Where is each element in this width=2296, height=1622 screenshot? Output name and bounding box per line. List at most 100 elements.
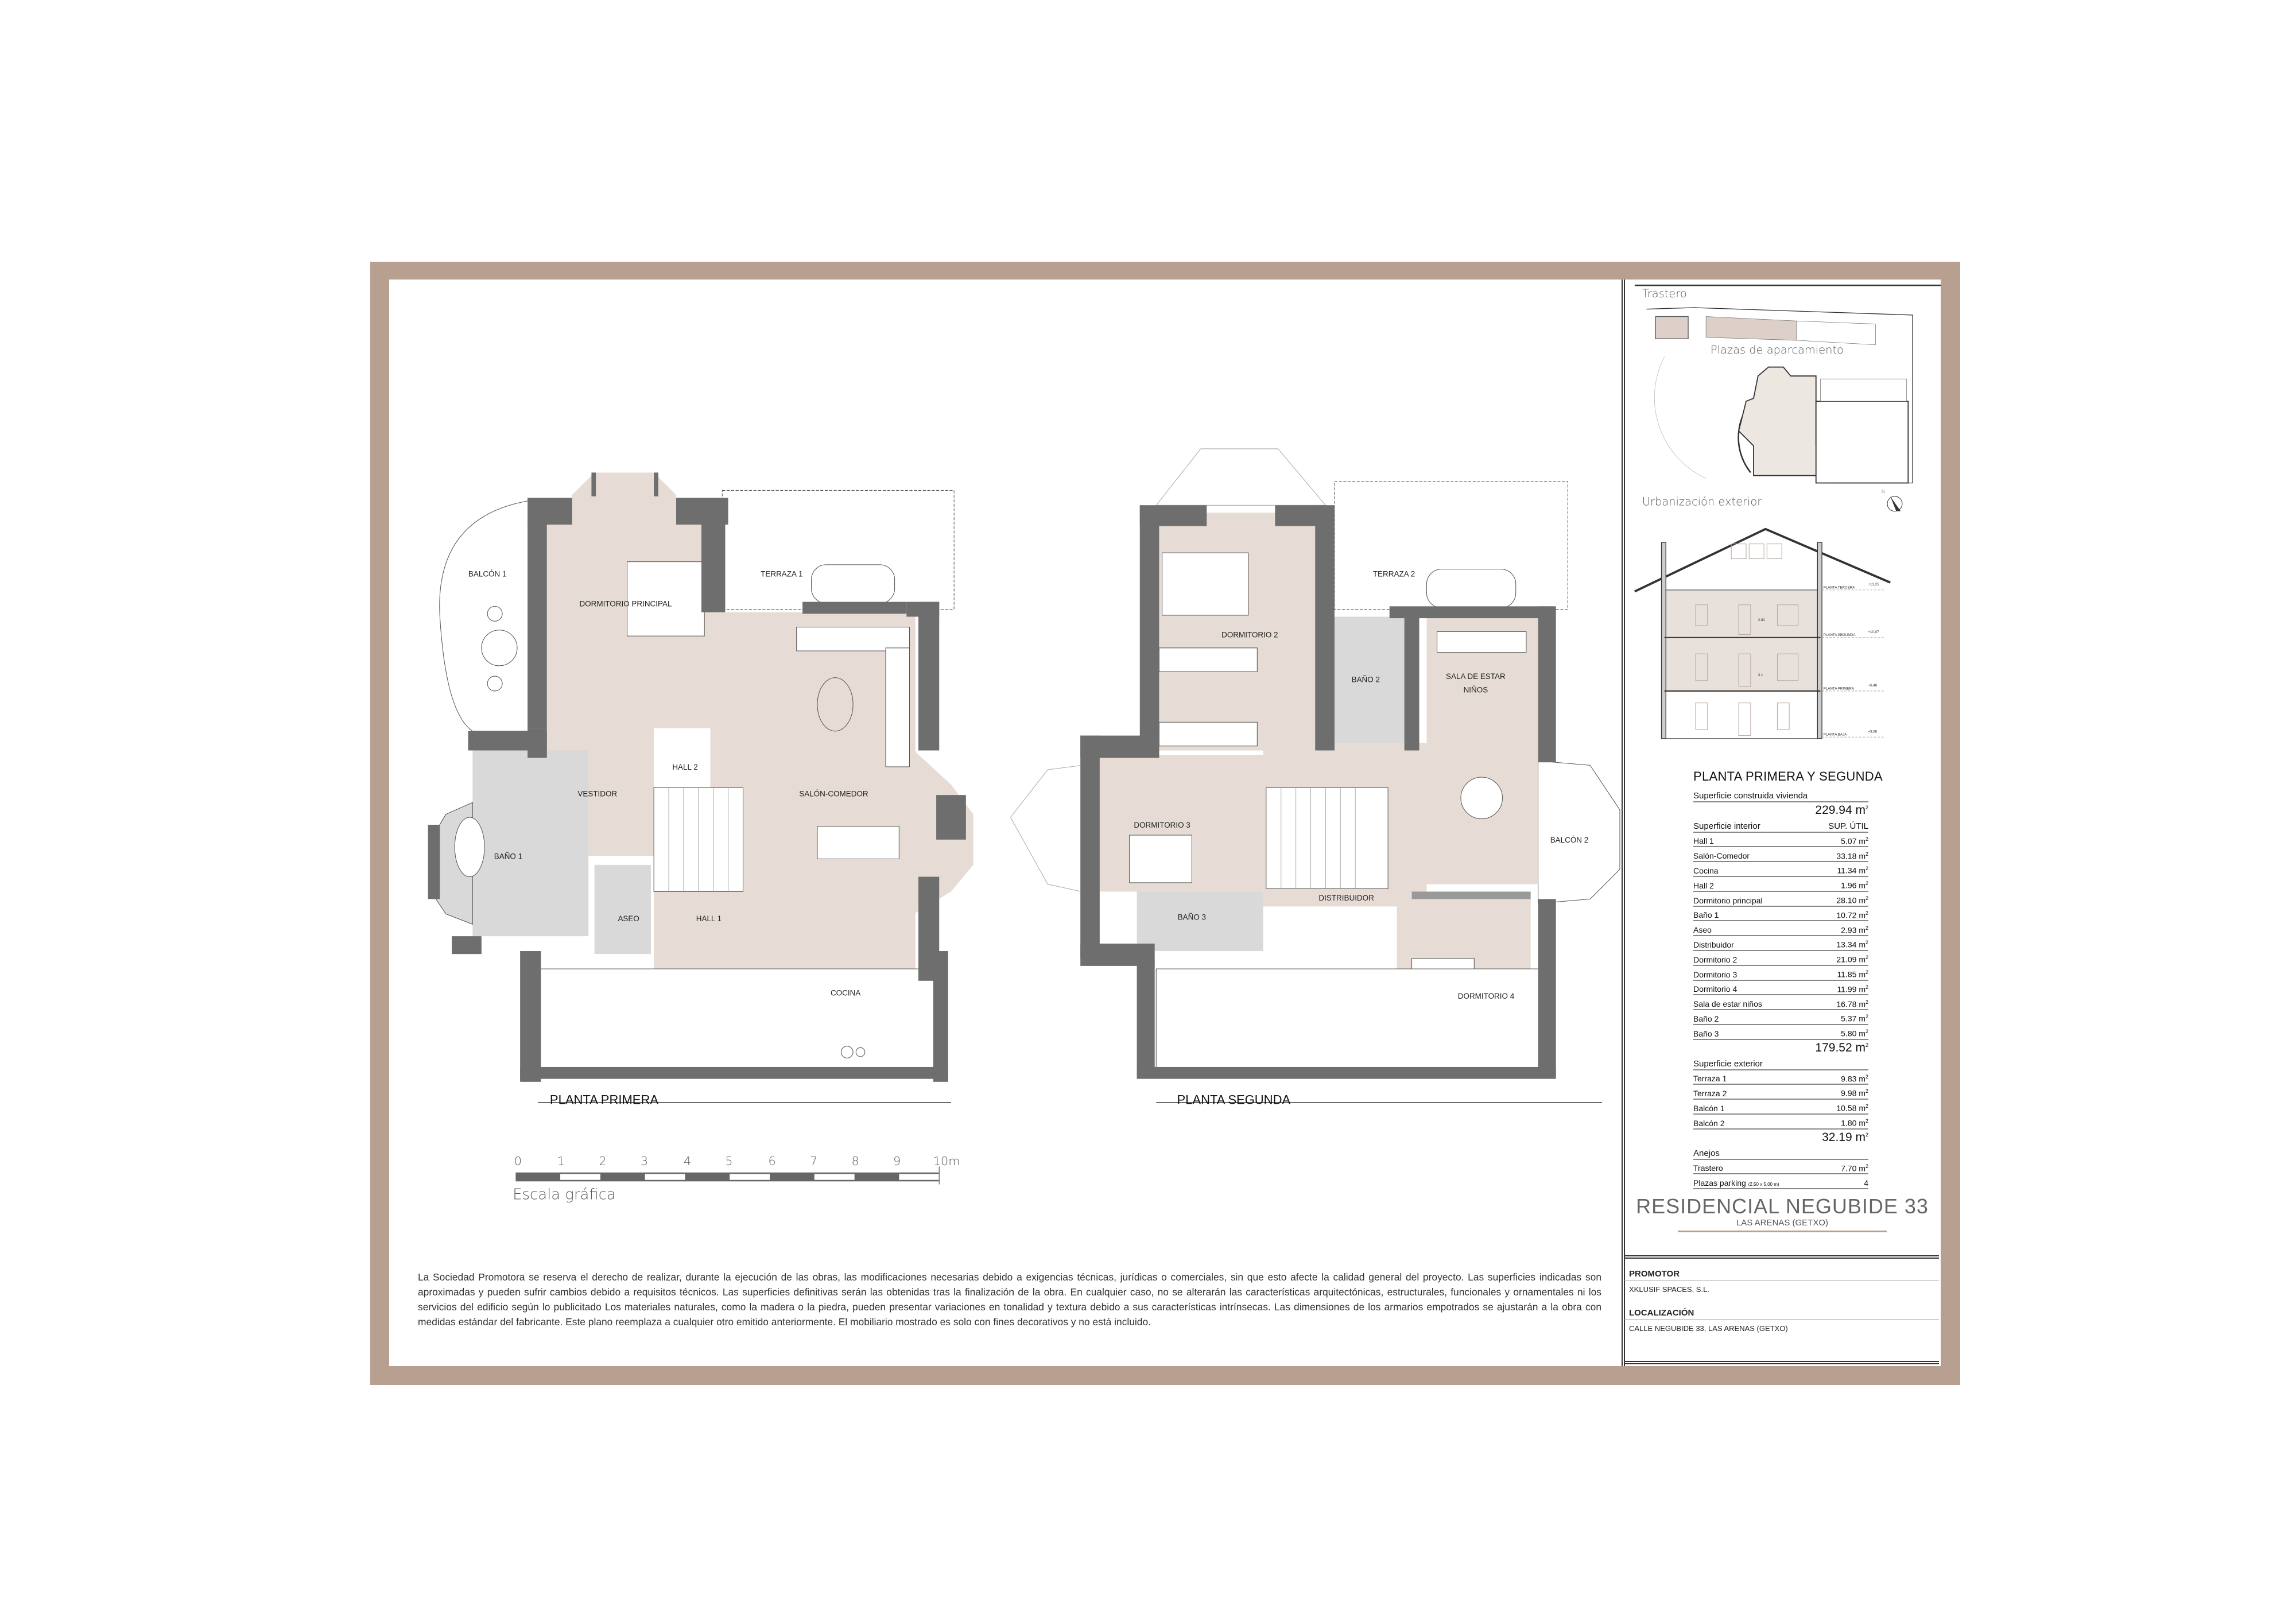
plan-title-primera: PLANTA PRIMERA bbox=[550, 1093, 658, 1107]
walls bbox=[428, 472, 966, 1082]
title-underline bbox=[1678, 1231, 1887, 1232]
label-dormitorio-3: DORMITORIO 3 bbox=[1134, 821, 1190, 829]
interior-label: Superficie interior bbox=[1693, 821, 1760, 831]
localizacion-label: LOCALIZACIÓN bbox=[1624, 1302, 1939, 1320]
localizacion-value: CALLE NEGUBIDE 33, LAS ARENAS (GETXO) bbox=[1629, 1324, 1788, 1333]
row-value: 21.09 m2 bbox=[1836, 954, 1868, 964]
row-value: 5.80 m2 bbox=[1841, 1029, 1868, 1038]
row-name: Plazas parking (2,50 x 5,00 m) bbox=[1693, 1178, 1779, 1188]
bay-left-outline bbox=[1010, 765, 1083, 893]
scale-bar: 0 1 2 3 4 5 6 7 8 9 10m Escala gráfica bbox=[513, 1154, 960, 1204]
area-table: PLANTA PRIMERA Y SEGUNDA Superficie cons… bbox=[1693, 769, 1883, 1190]
level-name: PLANTA SEGUNDA bbox=[1824, 633, 1856, 637]
label-bano-2: BAÑO 2 bbox=[1352, 675, 1380, 684]
built-label-row: Superficie construida vivienda bbox=[1693, 787, 1868, 802]
scale-tick: 1 bbox=[557, 1154, 565, 1168]
table-row: Hall 2 1.96 m2 bbox=[1693, 877, 1868, 892]
table-row: Hall 1 5.07 m2 bbox=[1693, 833, 1868, 848]
row-name: Terraza 2 bbox=[1693, 1089, 1727, 1099]
row-value: 13.34 m2 bbox=[1836, 940, 1868, 949]
level-name: PLANTA TERCERA bbox=[1824, 585, 1855, 589]
level-name: PLANTA PRIMERA bbox=[1824, 686, 1855, 690]
built-total: 229.94 m2 bbox=[1815, 803, 1868, 817]
table-row: Plazas parking (2,50 x 5,00 m)4 bbox=[1693, 1174, 1868, 1190]
scale-tick: 3 bbox=[641, 1154, 648, 1168]
exterior-header-row: Superficie exterior bbox=[1693, 1056, 1868, 1070]
annex-label: Anejos bbox=[1693, 1148, 1720, 1158]
row-name: Balcón 1 bbox=[1693, 1103, 1725, 1113]
annex-header-row: Anejos bbox=[1693, 1145, 1868, 1160]
section-drawing: PLANTA TERCERA +13,25 PLANTA SEGUNDA +10… bbox=[1634, 527, 1891, 739]
row-name: Terraza 1 bbox=[1693, 1074, 1727, 1084]
storage bbox=[1655, 316, 1689, 339]
label-terraza-1: TERRAZA 1 bbox=[761, 570, 802, 579]
bed-3 bbox=[1129, 835, 1192, 883]
exterior-total: 32.19 m2 bbox=[1822, 1130, 1868, 1144]
row-value: 5.07 m2 bbox=[1841, 836, 1868, 846]
walls bbox=[1080, 505, 1556, 1079]
label-dormitorio-4: DORMITORIO 4 bbox=[1458, 992, 1515, 1000]
row-name: Salón-Comedor bbox=[1693, 851, 1750, 861]
label-hall-1: HALL 1 bbox=[696, 914, 722, 923]
promotor-label: PROMOTOR bbox=[1624, 1259, 1939, 1280]
room-labels-segunda: TERRAZA 2 DORMITORIO 2 BAÑO 2 SALA DE ES… bbox=[1134, 570, 1588, 1107]
scale-tick: 10m bbox=[933, 1154, 960, 1168]
scale-tick: 2 bbox=[599, 1154, 606, 1168]
area-table-title: PLANTA PRIMERA Y SEGUNDA bbox=[1693, 769, 1883, 783]
label-ninos: NIÑOS bbox=[1464, 686, 1488, 694]
label-distribuidor: DISTRIBUIDOR bbox=[1318, 894, 1374, 902]
room-labels-primera: BALCÓN 1 DORMITORIO PRINCIPAL TERRAZA 1 … bbox=[468, 570, 868, 1107]
scale-label: Escala gráfica bbox=[513, 1186, 616, 1203]
room-bano-3 bbox=[1137, 891, 1263, 952]
row-value: 33.18 m2 bbox=[1836, 851, 1868, 861]
scale-tick: 8 bbox=[851, 1154, 859, 1168]
row-value: 1.80 m2 bbox=[1841, 1118, 1868, 1128]
level-value: +13,25 bbox=[1868, 583, 1879, 587]
floor-plan-segunda bbox=[1010, 448, 1620, 1103]
room-salon bbox=[710, 612, 916, 969]
label-balcon-2: BALCÓN 2 bbox=[1550, 836, 1589, 844]
built-label: Superficie construida vivienda bbox=[1693, 790, 1808, 801]
outdoor-sofa bbox=[811, 564, 895, 604]
lower-level bbox=[537, 968, 940, 1070]
scale-tick: 5 bbox=[725, 1154, 732, 1168]
stairs bbox=[1266, 787, 1389, 889]
exterior-total-row: 32.19 m2 bbox=[1693, 1130, 1868, 1145]
dimension: 3.1 bbox=[1758, 673, 1763, 677]
row-value: 11.34 m2 bbox=[1837, 866, 1868, 875]
north-label: N bbox=[1882, 490, 1886, 495]
rug bbox=[817, 677, 854, 732]
row-name: Trastero bbox=[1693, 1163, 1723, 1173]
sofa bbox=[796, 627, 910, 651]
scale-tick: 6 bbox=[769, 1154, 776, 1168]
roof bbox=[1634, 527, 1891, 593]
label-cocina: COCINA bbox=[831, 989, 860, 998]
scale-tick: 0 bbox=[514, 1154, 522, 1168]
row-name: Distribuidor bbox=[1693, 940, 1734, 949]
project-name: RESIDENCIAL NEGUBIDE 33 bbox=[1636, 1194, 1929, 1218]
interior-total-row: 179.52 m2 bbox=[1693, 1040, 1868, 1056]
label-urbanizacion: Urbanización exterior bbox=[1642, 495, 1762, 508]
label-balcon-1: BALCÓN 1 bbox=[468, 570, 507, 579]
interior-total: 179.52 m2 bbox=[1815, 1041, 1868, 1054]
exterior-label: Superficie exterior bbox=[1693, 1058, 1763, 1069]
row-name: Hall 2 bbox=[1693, 880, 1714, 890]
label-aseo: ASEO bbox=[618, 914, 639, 923]
scale-tick: 9 bbox=[893, 1154, 901, 1168]
level-name: PLANTA BAJA bbox=[1824, 733, 1847, 737]
north-arrow-icon bbox=[1887, 496, 1903, 512]
row-name: Cocina bbox=[1693, 866, 1719, 875]
row-value: 9.98 m2 bbox=[1841, 1088, 1868, 1099]
sofa-side bbox=[885, 647, 910, 767]
label-sala-estar: SALA DE ESTAR bbox=[1446, 672, 1506, 681]
row-name: Hall 1 bbox=[1693, 836, 1714, 846]
row-name: Dormitorio 2 bbox=[1693, 954, 1737, 964]
row-value: 1.96 m2 bbox=[1841, 880, 1868, 890]
